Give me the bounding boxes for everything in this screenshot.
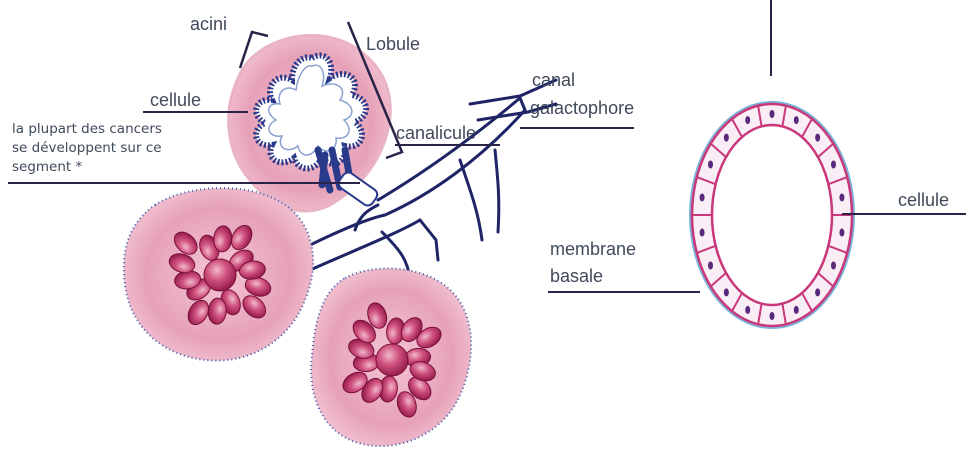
label-membrane-line2: basale <box>550 266 603 286</box>
cell-nucleus <box>831 161 836 169</box>
label-cancer-line3: segment * <box>12 159 83 175</box>
acinus-cross-section <box>690 0 854 328</box>
cell-nucleus <box>815 288 820 296</box>
cell-nucleus <box>839 229 844 237</box>
cell-nucleus <box>815 134 820 142</box>
cell-nucleus <box>831 262 836 270</box>
lobe-center <box>204 259 236 291</box>
cell-nucleus <box>700 193 705 201</box>
label-canal-line1: canal <box>532 70 575 90</box>
cell-nucleus <box>745 116 750 124</box>
lobe-right <box>311 268 471 446</box>
label-acini: acini <box>190 14 227 34</box>
label-membrane-line1: membrane <box>550 239 636 259</box>
label-cancer-line2: se développent sur ce <box>12 140 162 156</box>
lobe-center <box>376 344 408 376</box>
cell-nucleus <box>745 306 750 314</box>
cell-nucleus <box>700 229 705 237</box>
cell-nucleus <box>794 116 799 124</box>
lobe-left <box>124 188 313 361</box>
label-canalicule: canalicule <box>396 123 476 143</box>
cell-nucleus <box>724 288 729 296</box>
cell-nucleus <box>839 193 844 201</box>
label-canal-line2: galactophore <box>530 98 634 118</box>
cell-nucleus <box>724 134 729 142</box>
cell-nucleus <box>708 161 713 169</box>
label-cellule-right: cellule <box>898 190 949 210</box>
cell-nucleus <box>770 312 775 320</box>
cell-nucleus <box>794 306 799 314</box>
cell-ring-inner <box>712 125 832 305</box>
label-cancer-line1: la plupart des cancers <box>12 121 162 137</box>
label-lobule: Lobule <box>366 34 420 54</box>
cell-nucleus <box>708 262 713 270</box>
cell-nucleus <box>770 110 775 118</box>
label-cellule-left: cellule <box>150 90 201 110</box>
